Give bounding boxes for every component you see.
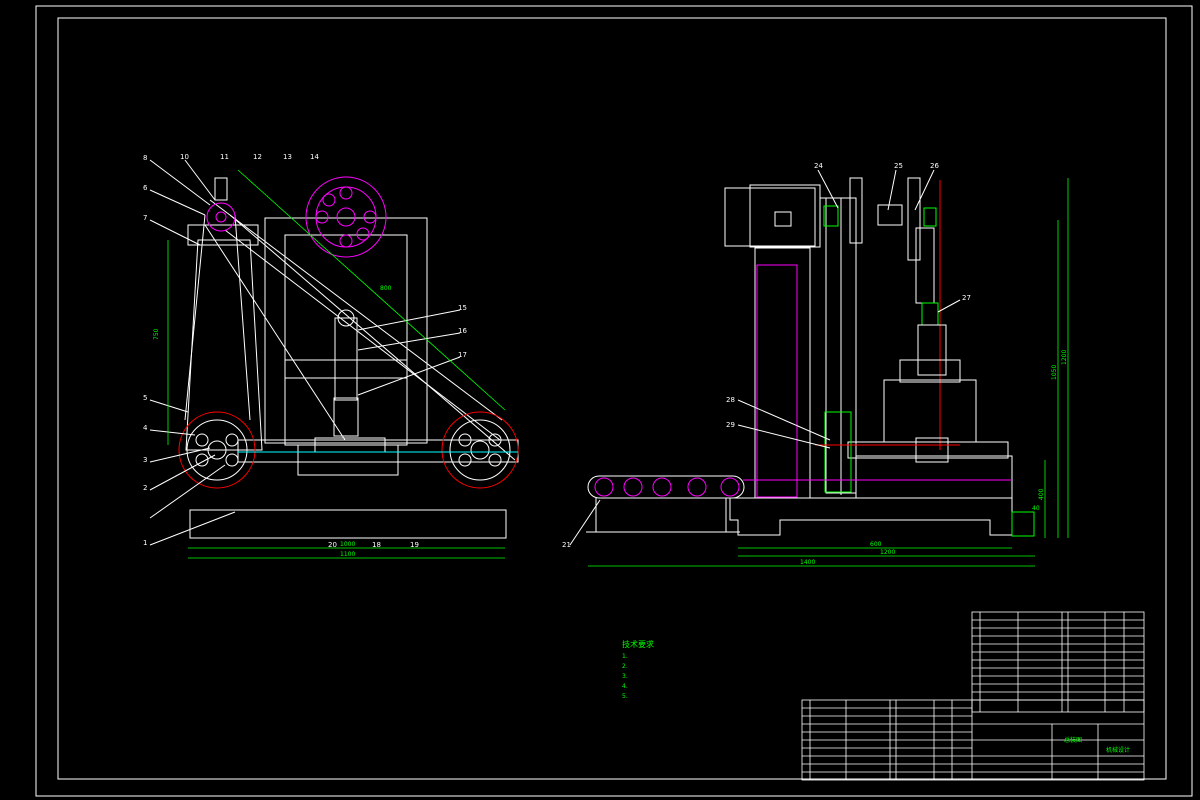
front-view xyxy=(149,159,519,546)
tech-requirement-item: 2. xyxy=(622,663,628,670)
dim-bottom-total: 1100 xyxy=(340,551,355,558)
dim-small: 40 xyxy=(1032,505,1040,512)
parts-list-upper xyxy=(971,611,1145,713)
callout-label: 29 xyxy=(726,421,735,429)
callout-label: 14 xyxy=(310,153,319,161)
front-callouts: 8 10 11 12 13 14 6 7 5 4 3 2 1 15 16 17 … xyxy=(143,153,467,549)
dim-width-total: 1400 xyxy=(800,559,815,566)
callout-label: 15 xyxy=(458,304,467,312)
side-callouts: 24 25 26 27 28 29 21 xyxy=(562,162,971,549)
inner-frame xyxy=(57,17,1167,780)
company-name: 机械设计 xyxy=(1106,746,1130,754)
callout-label: 12 xyxy=(253,153,262,161)
dim-bottom-inner: 1000 xyxy=(340,541,355,548)
tech-requirement-item: 5. xyxy=(622,693,628,700)
drawing-name: 总装图 xyxy=(1064,736,1082,744)
callout-label: 1 xyxy=(143,539,147,547)
outer-frame xyxy=(35,5,1193,797)
side-dimension-text: 600 1200 1400 1200 1050 400 40 xyxy=(800,350,1068,566)
callout-label: 2 xyxy=(143,484,147,492)
dim-height-mid: 1050 xyxy=(1051,365,1058,380)
callout-label: 6 xyxy=(143,184,148,192)
callout-label: 19 xyxy=(410,541,419,549)
side-dimensions xyxy=(588,178,1069,567)
callout-label: 20 xyxy=(328,541,337,549)
callout-label: 7 xyxy=(143,214,147,222)
callout-label: 10 xyxy=(180,153,189,161)
callout-label: 26 xyxy=(930,162,939,170)
callout-label: 27 xyxy=(962,294,971,302)
dim-diag: 800 xyxy=(380,285,392,292)
callout-label: 21 xyxy=(562,541,571,549)
dim-width-mid: 1200 xyxy=(880,549,895,556)
callout-label: 16 xyxy=(458,327,467,335)
tech-requirements-title: 技术要求 xyxy=(622,640,654,649)
callout-label: 24 xyxy=(814,162,823,170)
callout-label: 4 xyxy=(143,424,148,432)
callout-label: 8 xyxy=(143,154,147,162)
tech-requirement-item: 1. xyxy=(622,653,628,660)
side-view xyxy=(569,169,1035,546)
front-dimensions xyxy=(167,169,506,559)
callout-label: 28 xyxy=(726,396,735,404)
callout-label: 3 xyxy=(143,456,147,464)
callout-label: 25 xyxy=(894,162,903,170)
dim-width-inner: 600 xyxy=(870,541,882,548)
dim-height-low: 400 xyxy=(1038,488,1045,500)
callout-label: 11 xyxy=(220,153,229,161)
tech-requirement-item: 4. xyxy=(622,683,628,690)
callout-label: 5 xyxy=(143,394,147,402)
technical-requirements: 技术要求 1. 2. 3. 4. 5. xyxy=(622,640,822,702)
parts-list-lower xyxy=(801,699,1145,781)
dim-height-total: 1200 xyxy=(1061,350,1068,365)
front-dimension-text: 750 1000 1100 800 xyxy=(153,285,392,558)
callout-label: 13 xyxy=(283,153,292,161)
dim-height: 750 xyxy=(153,328,160,340)
callout-label: 18 xyxy=(372,541,381,549)
callout-label: 17 xyxy=(458,351,467,359)
tech-requirement-item: 3. xyxy=(622,673,628,680)
title-block-text: 总装图 机械设计 xyxy=(1064,736,1130,754)
